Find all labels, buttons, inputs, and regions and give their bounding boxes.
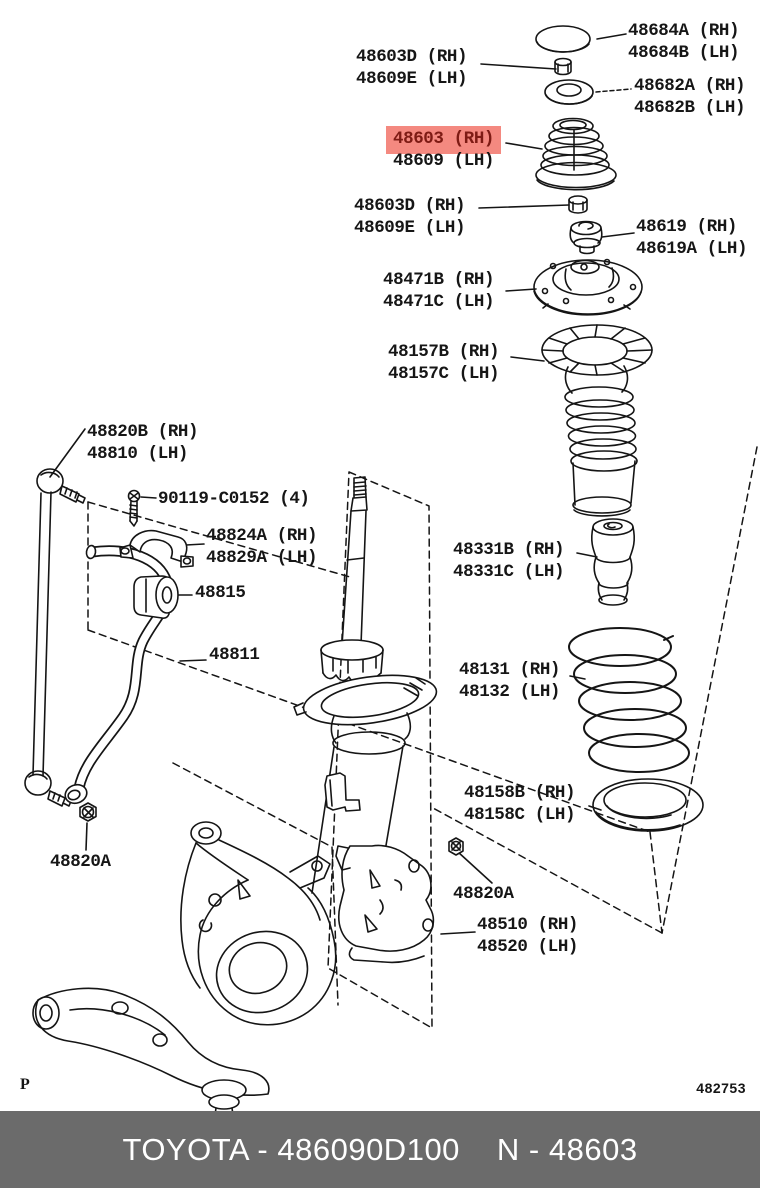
cap-drawing xyxy=(536,26,590,52)
part-label-line: 48684B (LH) xyxy=(628,42,740,63)
page-letter: P xyxy=(20,1076,30,1093)
part-label-line: 48829A (LH) xyxy=(206,547,318,568)
washer-drawing xyxy=(545,80,593,104)
part-label-line: 48131 (RH) xyxy=(459,660,561,680)
part-label-48510[interactable]: 48510 (RH)48520 (LH) xyxy=(477,915,578,958)
part-label-line-highlighted: 48603 (RH) xyxy=(386,126,502,154)
part-label-line: 48684A (RH) xyxy=(628,21,740,41)
part-label-48811[interactable]: 48811 xyxy=(209,645,260,667)
dust-boot-drawing xyxy=(536,119,616,190)
bumper-drawing xyxy=(592,519,634,605)
part-label-line: 48682B (LH) xyxy=(634,97,746,118)
part-label-line: 48619 (RH) xyxy=(636,217,738,237)
spring-seat-drawing xyxy=(542,325,652,393)
part-label-48158[interactable]: 48158B (RH)48158C (LH) xyxy=(464,783,576,826)
insulator-drawing xyxy=(593,779,703,831)
footer-ref-code: N - 48603 xyxy=(496,1131,638,1167)
part-label-line: 48810 (LH) xyxy=(87,443,189,464)
part-label-line: 48158C (LH) xyxy=(464,804,576,825)
dust-cover-drawing xyxy=(565,387,637,516)
part-label-line: 48619A (LH) xyxy=(636,238,748,259)
part-label-48131[interactable]: 48131 (RH)48132 (LH) xyxy=(459,660,560,703)
footer-part-code: TOYOTA - 486090D100 xyxy=(122,1131,460,1167)
part-label-line: 48609E (LH) xyxy=(356,68,468,89)
part-label-48157[interactable]: 48157B (RH)48157C (LH) xyxy=(388,342,500,385)
part-label-line: 48510 (RH) xyxy=(477,915,579,935)
coil-spring-drawing xyxy=(569,628,689,772)
part-label-line: 90119-C0152 (4) xyxy=(158,489,310,509)
bracket-drawing xyxy=(120,531,193,567)
part-label-48820b[interactable]: 48820B (RH)48810 (LH) xyxy=(87,422,199,465)
part-label-48331[interactable]: 48331B (RH)48331C (LH) xyxy=(453,540,565,583)
part-label-48603[interactable]: 48603 (RH)48609 (LH) xyxy=(386,126,502,172)
part-label-line: 48820B (RH) xyxy=(87,422,199,442)
part-label-48603d-lower[interactable]: 48603D (RH)48609E (LH) xyxy=(354,196,466,239)
part-label-48815[interactable]: 48815 xyxy=(195,583,246,605)
part-label-90119-c0152[interactable]: 90119-C0152 (4) xyxy=(158,489,310,511)
part-label-line: 48811 xyxy=(209,645,260,665)
cushion-drawing xyxy=(570,222,602,254)
strut-drawing xyxy=(294,477,440,962)
part-label-line: 48471B (RH) xyxy=(383,270,495,290)
part-label-line: 48157B (RH) xyxy=(388,342,500,362)
part-label-line: 48520 (LH) xyxy=(477,936,579,957)
part-label-line: 48820A xyxy=(50,852,111,872)
part-label-48684[interactable]: 48684A (RH)48684B (LH) xyxy=(628,21,740,64)
part-label-line: 48331C (LH) xyxy=(453,561,565,582)
part-label-48603d-upper[interactable]: 48603D (RH)48609E (LH) xyxy=(356,47,468,90)
bushing-drawing xyxy=(134,576,178,618)
part-label-48471[interactable]: 48471B (RH)48471C (LH) xyxy=(383,270,495,313)
part-label-line: 48331B (RH) xyxy=(453,540,565,560)
leader-lines xyxy=(50,34,634,934)
part-label-line: 48132 (LH) xyxy=(459,681,561,702)
part-label-48619[interactable]: 48619 (RH)48619A (LH) xyxy=(636,217,748,260)
nut-lower-drawing xyxy=(569,196,587,213)
stabilizer-link-drawing xyxy=(25,469,85,806)
support-drawing xyxy=(534,260,642,315)
bolt-drawing xyxy=(129,491,140,527)
nut-upper-drawing xyxy=(555,59,571,75)
stabilizer-bar-drawing xyxy=(63,545,169,806)
part-label-line: 48603D (RH) xyxy=(356,47,468,67)
part-label-48682[interactable]: 48682A (RH)48682B (LH) xyxy=(634,76,746,119)
part-label-line: 48471C (LH) xyxy=(383,291,495,312)
part-label-line: 48609E (LH) xyxy=(354,217,466,238)
part-label-line: 48824A (RH) xyxy=(206,526,318,546)
part-label-48820a-left[interactable]: 48820A xyxy=(50,852,111,874)
stabilizer-nut-mid xyxy=(449,838,463,855)
sheet-number: 482753 xyxy=(696,1080,746,1096)
part-label-48824[interactable]: 48824A (RH)48829A (LH) xyxy=(206,526,318,569)
footer-bar: TOYOTA - 486090D100 N - 48603 xyxy=(0,1111,760,1188)
part-label-48820a-mid[interactable]: 48820A xyxy=(453,884,514,906)
part-label-line: 48157C (LH) xyxy=(388,363,500,384)
stabilizer-nut-left xyxy=(80,803,96,821)
part-label-line: 48820A xyxy=(453,884,514,904)
part-label-line: 48682A (RH) xyxy=(634,76,746,96)
part-label-line: 48609 (LH) xyxy=(393,150,495,171)
part-label-line: 48815 xyxy=(195,583,246,603)
part-label-line: 48603D (RH) xyxy=(354,196,466,216)
part-label-line: 48158B (RH) xyxy=(464,783,576,803)
